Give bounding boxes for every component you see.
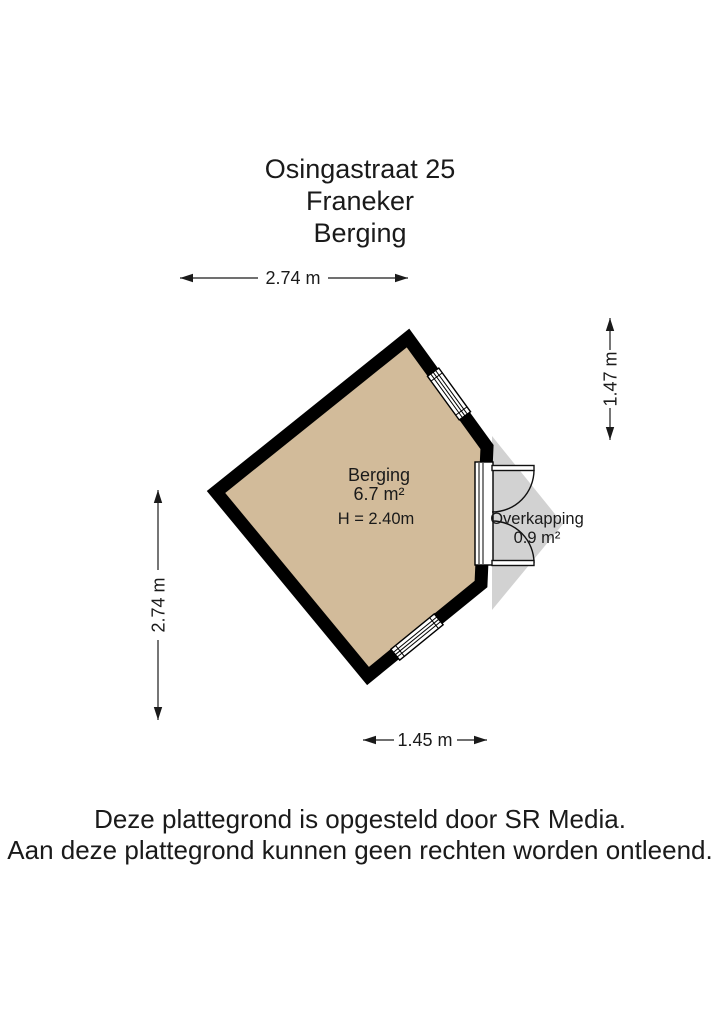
dimension-left-label: 2.74 m — [149, 577, 169, 632]
dimension-right — [605, 318, 615, 440]
room-name-label: Berging — [348, 465, 410, 485]
door-leaf-bottom — [491, 559, 535, 567]
overkapping-name-label: Overkapping — [490, 510, 584, 528]
title-floor: Berging — [313, 218, 407, 248]
dimension-right-label: 1.47 m — [601, 351, 621, 406]
dimension-left — [153, 490, 163, 720]
title-address: Osingastraat 25 — [264, 154, 456, 184]
room-height-label: H = 2.40m — [338, 510, 415, 528]
disclaimer-block: Deze plattegrond is opgesteld door SR Me… — [0, 804, 720, 866]
dimension-top-label: 2.74 m — [265, 268, 320, 288]
door-swing-arc-top — [491, 469, 535, 513]
dimension-bottom-label: 1.45 m — [397, 730, 452, 750]
double-door — [491, 464, 535, 567]
overkapping-area-label: 0.9 m² — [514, 529, 561, 547]
door-leaf-top — [491, 464, 535, 472]
disclaimer-line-2: Aan deze plattegrond kunnen geen rechten… — [7, 835, 713, 865]
floor-area — [216, 338, 487, 676]
door-frame — [474, 461, 494, 566]
title-city: Franeker — [305, 186, 415, 216]
dimension-bottom — [363, 735, 487, 745]
window-top-right — [426, 367, 472, 421]
window-bottom-right — [389, 612, 445, 662]
door-swing-arc-bottom — [491, 520, 535, 564]
dimension-top — [180, 273, 408, 283]
disclaimer-line-1: Deze plattegrond is opgesteld door SR Me… — [94, 804, 626, 834]
overkapping-area — [492, 436, 563, 610]
room-area-label: 6.7 m² — [353, 484, 404, 504]
title-block: Osingastraat 25 Franeker Berging — [0, 153, 720, 249]
